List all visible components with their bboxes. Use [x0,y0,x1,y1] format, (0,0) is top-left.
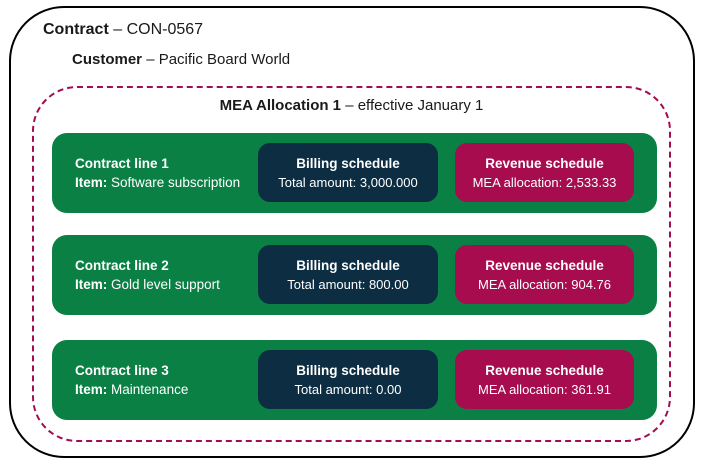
mea-allocation-label: MEA Allocation 1 [219,97,342,114]
contract-line-1-item: Item: Software subscription [75,173,240,192]
revenue-schedule-title: Revenue schedule [485,155,604,171]
customer-label: Customer [72,51,143,68]
revenue-allocation-label: MEA allocation: [472,174,563,190]
contract-line-3-item: Item: Maintenance [75,380,188,399]
contract-line-1-label-block: Contract line 1 Item: Software subscript… [75,154,240,192]
contract-line-2-title: Contract line 2 [75,258,169,273]
revenue-schedule-box-1: Revenue schedule MEA allocation: 2,533.3… [455,143,634,202]
revenue-mea-allocation: MEA allocation: 2,533.33 [473,173,617,192]
contract-line-2-label-block: Contract line 2 Item: Gold level support [75,256,220,294]
revenue-schedule-title: Revenue schedule [485,362,604,378]
contract-value: – CON-0567 [113,21,204,38]
billing-schedule-box-3: Billing schedule Total amount: 0.00 [258,350,438,409]
billing-schedule-title: Billing schedule [296,362,400,378]
revenue-mea-allocation: MEA allocation: 361.91 [478,380,611,399]
billing-schedule-title: Billing schedule [296,257,400,273]
revenue-allocation-value: 2,533.33 [565,174,617,190]
revenue-schedule-box-2: Revenue schedule MEA allocation: 904.76 [455,245,634,304]
contract-label: Contract [43,21,109,38]
mea-allocation-title: MEA Allocation 1 – effective January 1 [32,97,671,114]
item-value: Maintenance [111,382,189,397]
mea-allocation-subtitle: – effective January 1 [345,97,484,114]
billing-total-amount: Total amount: 0.00 [295,380,402,399]
item-label: Item: [75,175,108,190]
customer-title: Customer – Pacific Board World [72,51,290,68]
revenue-schedule-title: Revenue schedule [485,257,604,273]
billing-amount-label: Total amount: [287,276,366,292]
billing-amount-value: 3,000.000 [359,174,418,190]
billing-amount-value: 800.00 [368,276,409,292]
billing-schedule-box-2: Billing schedule Total amount: 800.00 [258,245,438,304]
item-value: Gold level support [111,277,220,292]
revenue-mea-allocation: MEA allocation: 904.76 [478,275,611,294]
contract-title: Contract – CON-0567 [43,21,203,39]
contract-line-1-title: Contract line 1 [75,156,169,171]
item-label: Item: [75,382,108,397]
revenue-allocation-label: MEA allocation: [478,276,568,292]
revenue-allocation-label: MEA allocation: [478,381,568,397]
revenue-allocation-value: 361.91 [571,381,611,397]
revenue-schedule-box-3: Revenue schedule MEA allocation: 361.91 [455,350,634,409]
billing-schedule-box-1: Billing schedule Total amount: 3,000.000 [258,143,438,202]
customer-value: – Pacific Board World [146,51,291,68]
billing-total-amount: Total amount: 3,000.000 [278,173,418,192]
billing-schedule-title: Billing schedule [296,155,400,171]
contract-line-3-row: Contract line 3 Item: Maintenance Billin… [52,340,657,420]
billing-total-amount: Total amount: 800.00 [287,275,408,294]
billing-amount-label: Total amount: [278,174,357,190]
item-label: Item: [75,277,108,292]
contract-line-2-row: Contract line 2 Item: Gold level support… [52,235,657,315]
contract-line-3-label-block: Contract line 3 Item: Maintenance [75,361,188,399]
contract-line-3-title: Contract line 3 [75,363,169,378]
contract-line-2-item: Item: Gold level support [75,275,220,294]
mea-allocation-boundary [32,86,671,442]
billing-amount-label: Total amount: [294,381,373,397]
contract-line-1-row: Contract line 1 Item: Software subscript… [52,133,657,213]
item-value: Software subscription [111,175,241,190]
revenue-allocation-value: 904.76 [571,276,611,292]
billing-amount-value: 0.00 [376,381,402,397]
